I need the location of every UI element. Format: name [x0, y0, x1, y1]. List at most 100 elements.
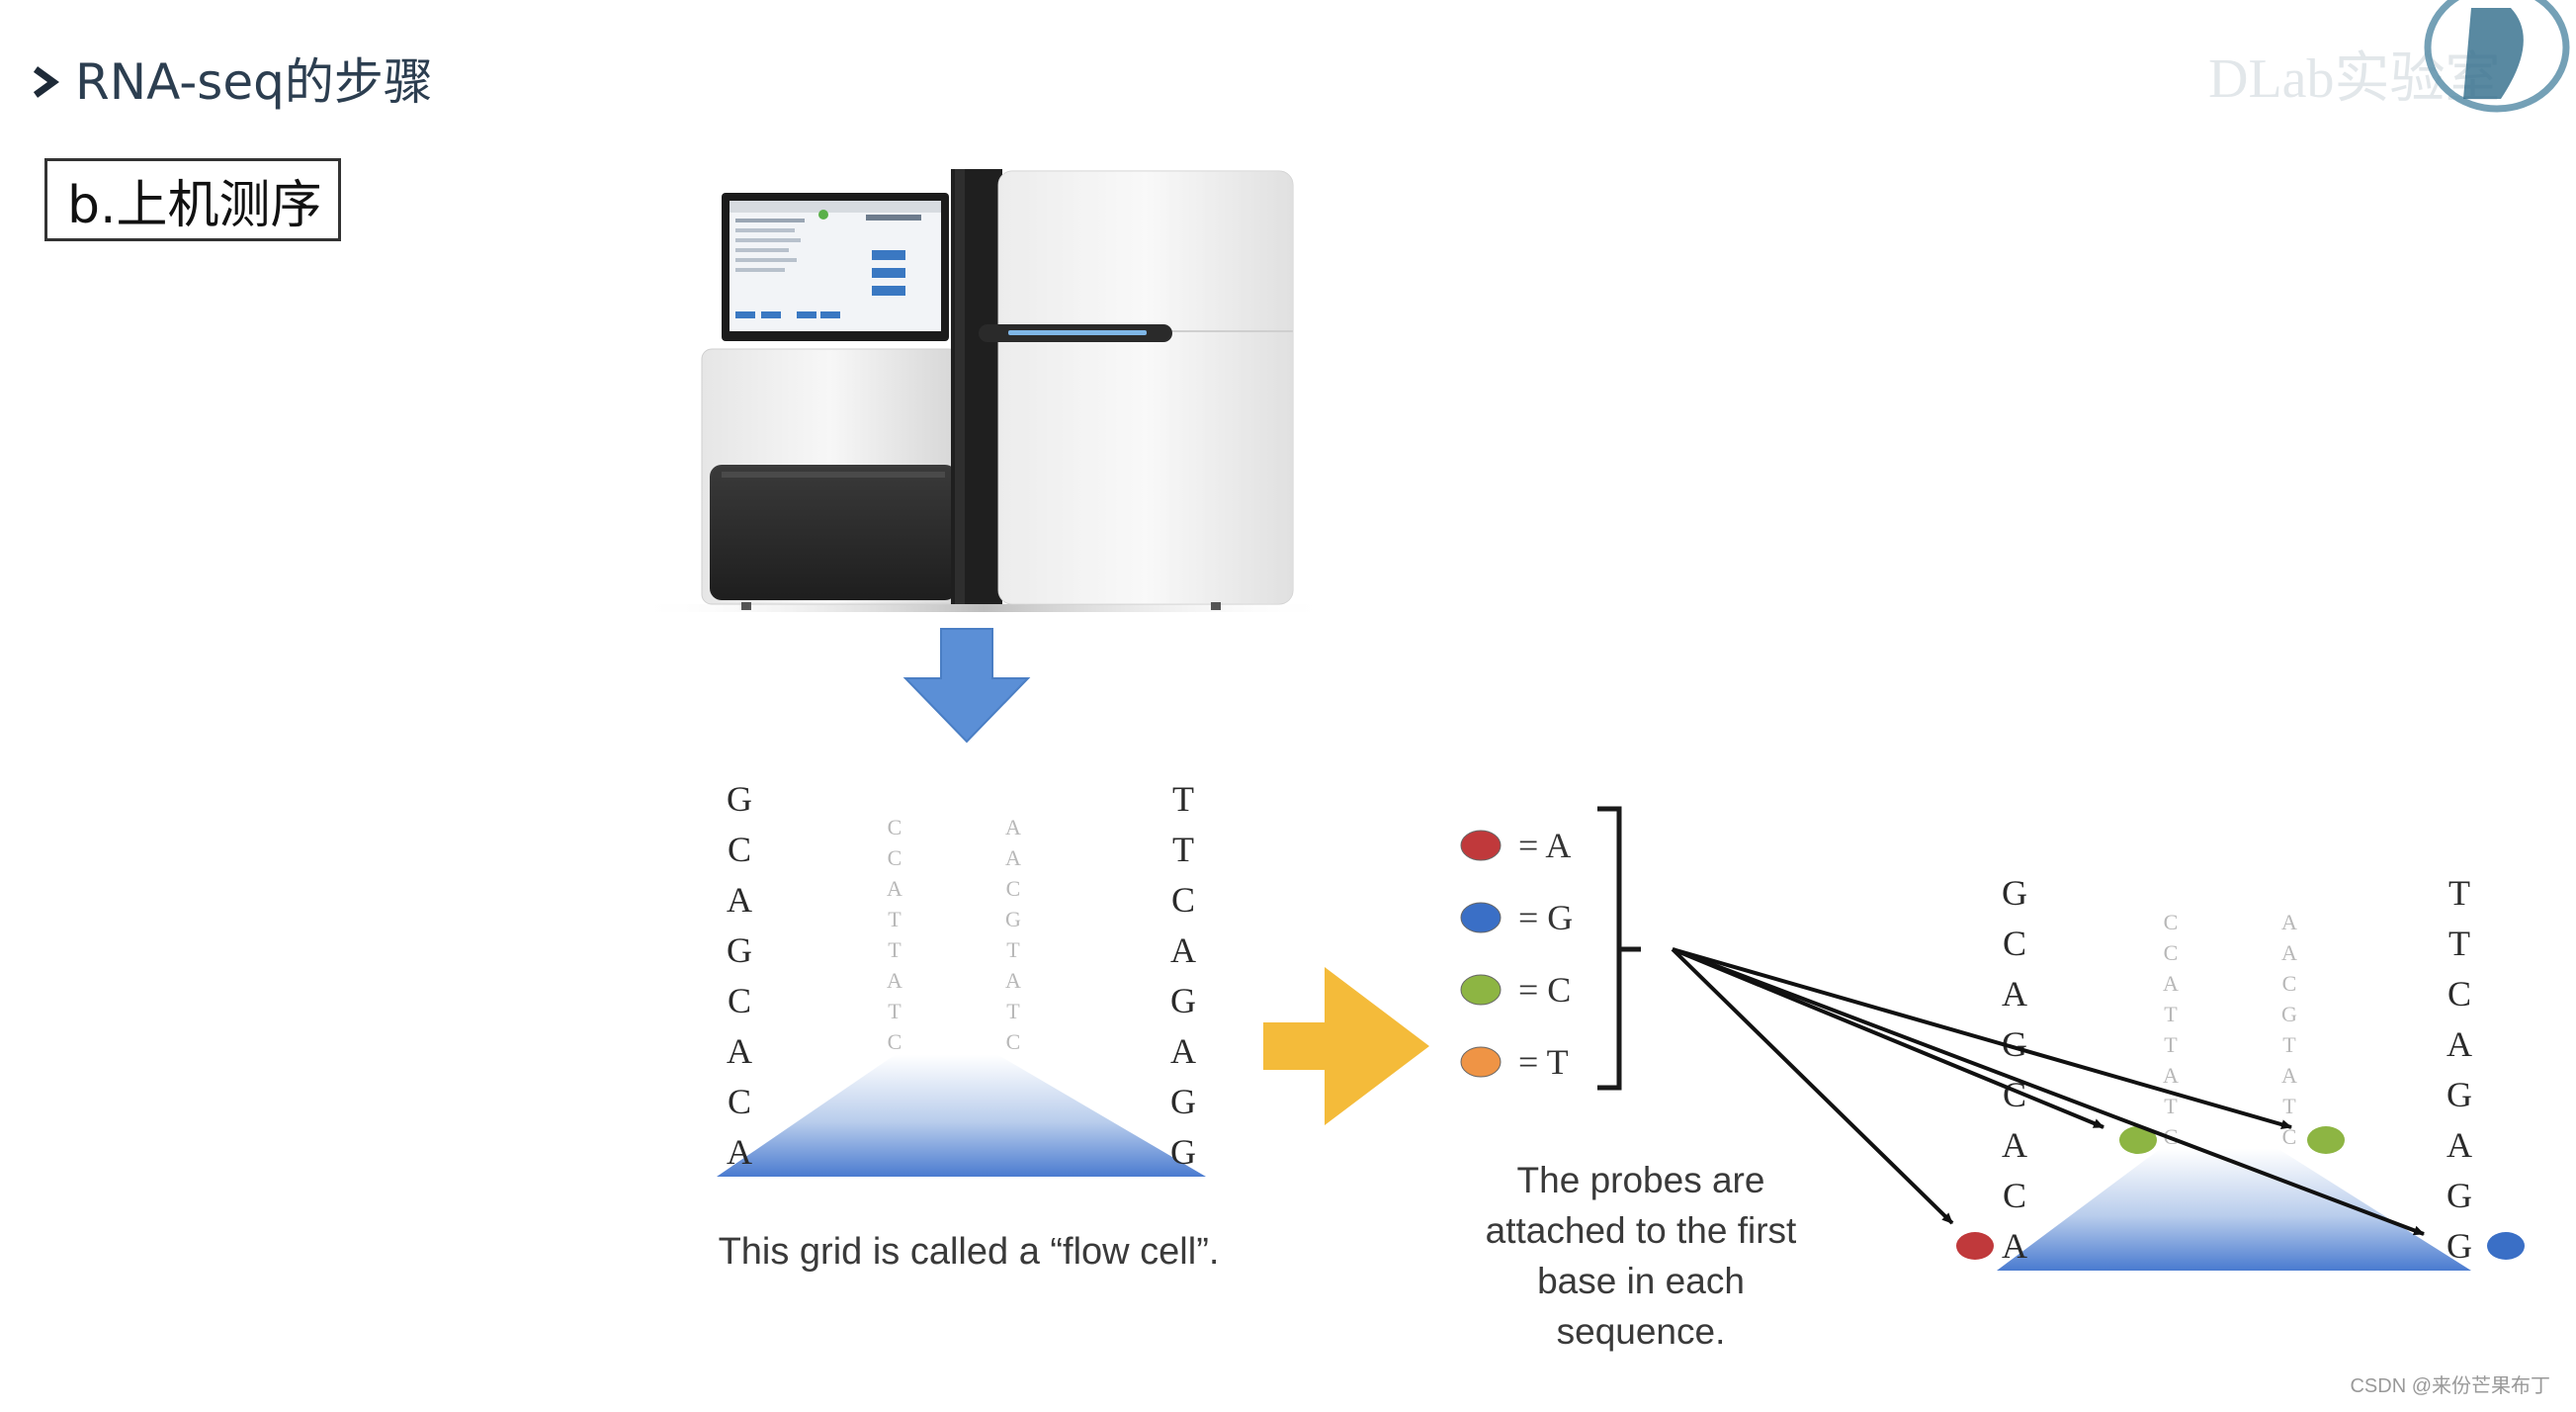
- strand-letter: A: [2163, 971, 2179, 996]
- strand-letter: A: [1005, 815, 1021, 839]
- flow-cell-caption: This grid is called a “flow cell”.: [718, 1231, 1220, 1273]
- strand-letter: T: [2164, 1002, 2178, 1026]
- probe-blue-G: [2487, 1232, 2525, 1260]
- probe-arrow: [1672, 947, 2292, 1130]
- legend-label: = T: [1518, 1042, 1569, 1082]
- strand-letter: T: [2282, 1094, 2296, 1118]
- strand-letter: T: [1006, 999, 1020, 1023]
- base-letter: C: [1171, 880, 1195, 920]
- probe-caption: The probes are attached to the first bas…: [1485, 1160, 1797, 1352]
- probe-arrow: [1672, 947, 2425, 1236]
- strand-letter: T: [2164, 1032, 2178, 1057]
- base-letter: C: [2003, 1176, 2026, 1215]
- base-letter: T: [2448, 873, 2470, 913]
- watermark-text: DLab实验室: [2208, 48, 2501, 110]
- base-letter: G: [2447, 1176, 2472, 1215]
- strand-letter: A: [887, 968, 902, 993]
- section-title: RNA-seq的步骤: [75, 53, 433, 111]
- strand-letter: C: [2282, 971, 2297, 996]
- strand-letter: T: [888, 937, 902, 962]
- strand-letter: T: [2282, 1032, 2296, 1057]
- strand-letter: A: [2163, 1063, 2179, 1088]
- right-arrow: [1263, 967, 1429, 1125]
- base-letter: C: [2447, 974, 2471, 1014]
- strand-letter: C: [1006, 876, 1021, 901]
- legend-label: = A: [1518, 826, 1571, 865]
- strand-letter: A: [887, 876, 902, 901]
- strand-letter: C: [2164, 910, 2179, 934]
- strand-letter: T: [2164, 1094, 2178, 1118]
- base-letter: A: [2447, 1125, 2472, 1165]
- section-header: RNA-seq的步骤: [28, 47, 433, 117]
- legend-dot: [1460, 1046, 1502, 1078]
- probe-green-C-2: [2307, 1126, 2345, 1154]
- credit-watermark: CSDN @来份芒果布丁: [2350, 1375, 2550, 1397]
- base-letter: G: [1170, 981, 1196, 1020]
- legend-label: = G: [1518, 898, 1573, 937]
- probe-red-A: [1956, 1232, 1994, 1260]
- flow-cell-trapezoid: [717, 1055, 1206, 1177]
- legend-dot: [1460, 902, 1502, 933]
- base-letter: A: [2002, 974, 2027, 1014]
- base-letter: A: [727, 1132, 752, 1172]
- strand-letter: A: [2281, 940, 2297, 965]
- base-letter: A: [1170, 1031, 1196, 1071]
- base-color-legend: = A = G = C = T: [1460, 806, 1641, 1091]
- lab-watermark-logo: DLab实验室: [2208, 0, 2570, 113]
- down-arrow: [902, 628, 1031, 744]
- strand-letter: G: [2281, 1002, 2297, 1026]
- sequencer-machine-image: [633, 169, 1334, 612]
- base-letter: A: [2002, 1125, 2027, 1165]
- base-letter: C: [728, 981, 751, 1020]
- probe-arrow: [1671, 947, 1954, 1225]
- strand-letter: A: [2281, 1063, 2297, 1088]
- base-letter: T: [1172, 779, 1194, 819]
- base-letter: A: [727, 880, 752, 920]
- base-letter: T: [1172, 830, 1194, 869]
- base-letter: G: [1170, 1132, 1196, 1172]
- flow-cell-trapezoid: [1997, 1149, 2471, 1271]
- strand-letter: C: [1006, 1029, 1021, 1054]
- base-letter: C: [728, 830, 751, 869]
- strand-letter: C: [2164, 940, 2179, 965]
- strand-letter: C: [888, 1029, 902, 1054]
- strand-letter: T: [888, 907, 902, 931]
- chevron-right-icon: [33, 66, 59, 98]
- strand-letter: A: [2281, 910, 2297, 934]
- probe-green-C-1: [2119, 1126, 2157, 1154]
- step-title-box: b.上机测序: [44, 158, 341, 241]
- strand-letter: T: [888, 999, 902, 1023]
- legend-label: = C: [1518, 970, 1571, 1010]
- base-letter: G: [727, 779, 752, 819]
- base-letter: A: [2447, 1024, 2472, 1064]
- legend-dot: [1460, 974, 1502, 1006]
- base-letter: A: [1170, 930, 1196, 970]
- base-letter: G: [1170, 1082, 1196, 1121]
- base-letter: T: [2448, 924, 2470, 963]
- base-letter: G: [2002, 873, 2027, 913]
- strand-letter: C: [888, 815, 902, 839]
- strand-letter: C: [2282, 1124, 2297, 1149]
- strand-letter: T: [1006, 937, 1020, 962]
- strand-letter: A: [1005, 968, 1021, 993]
- base-letter: G: [727, 930, 752, 970]
- base-letter: A: [2002, 1226, 2027, 1266]
- base-letter: G: [2447, 1075, 2472, 1114]
- base-letter: C: [2003, 924, 2026, 963]
- strand-letter: C: [888, 845, 902, 870]
- base-letter: G: [2447, 1226, 2472, 1266]
- legend-dot: [1460, 830, 1502, 861]
- strand-letter: G: [1005, 907, 1021, 931]
- base-letter: C: [728, 1082, 751, 1121]
- strand-letter: A: [1005, 845, 1021, 870]
